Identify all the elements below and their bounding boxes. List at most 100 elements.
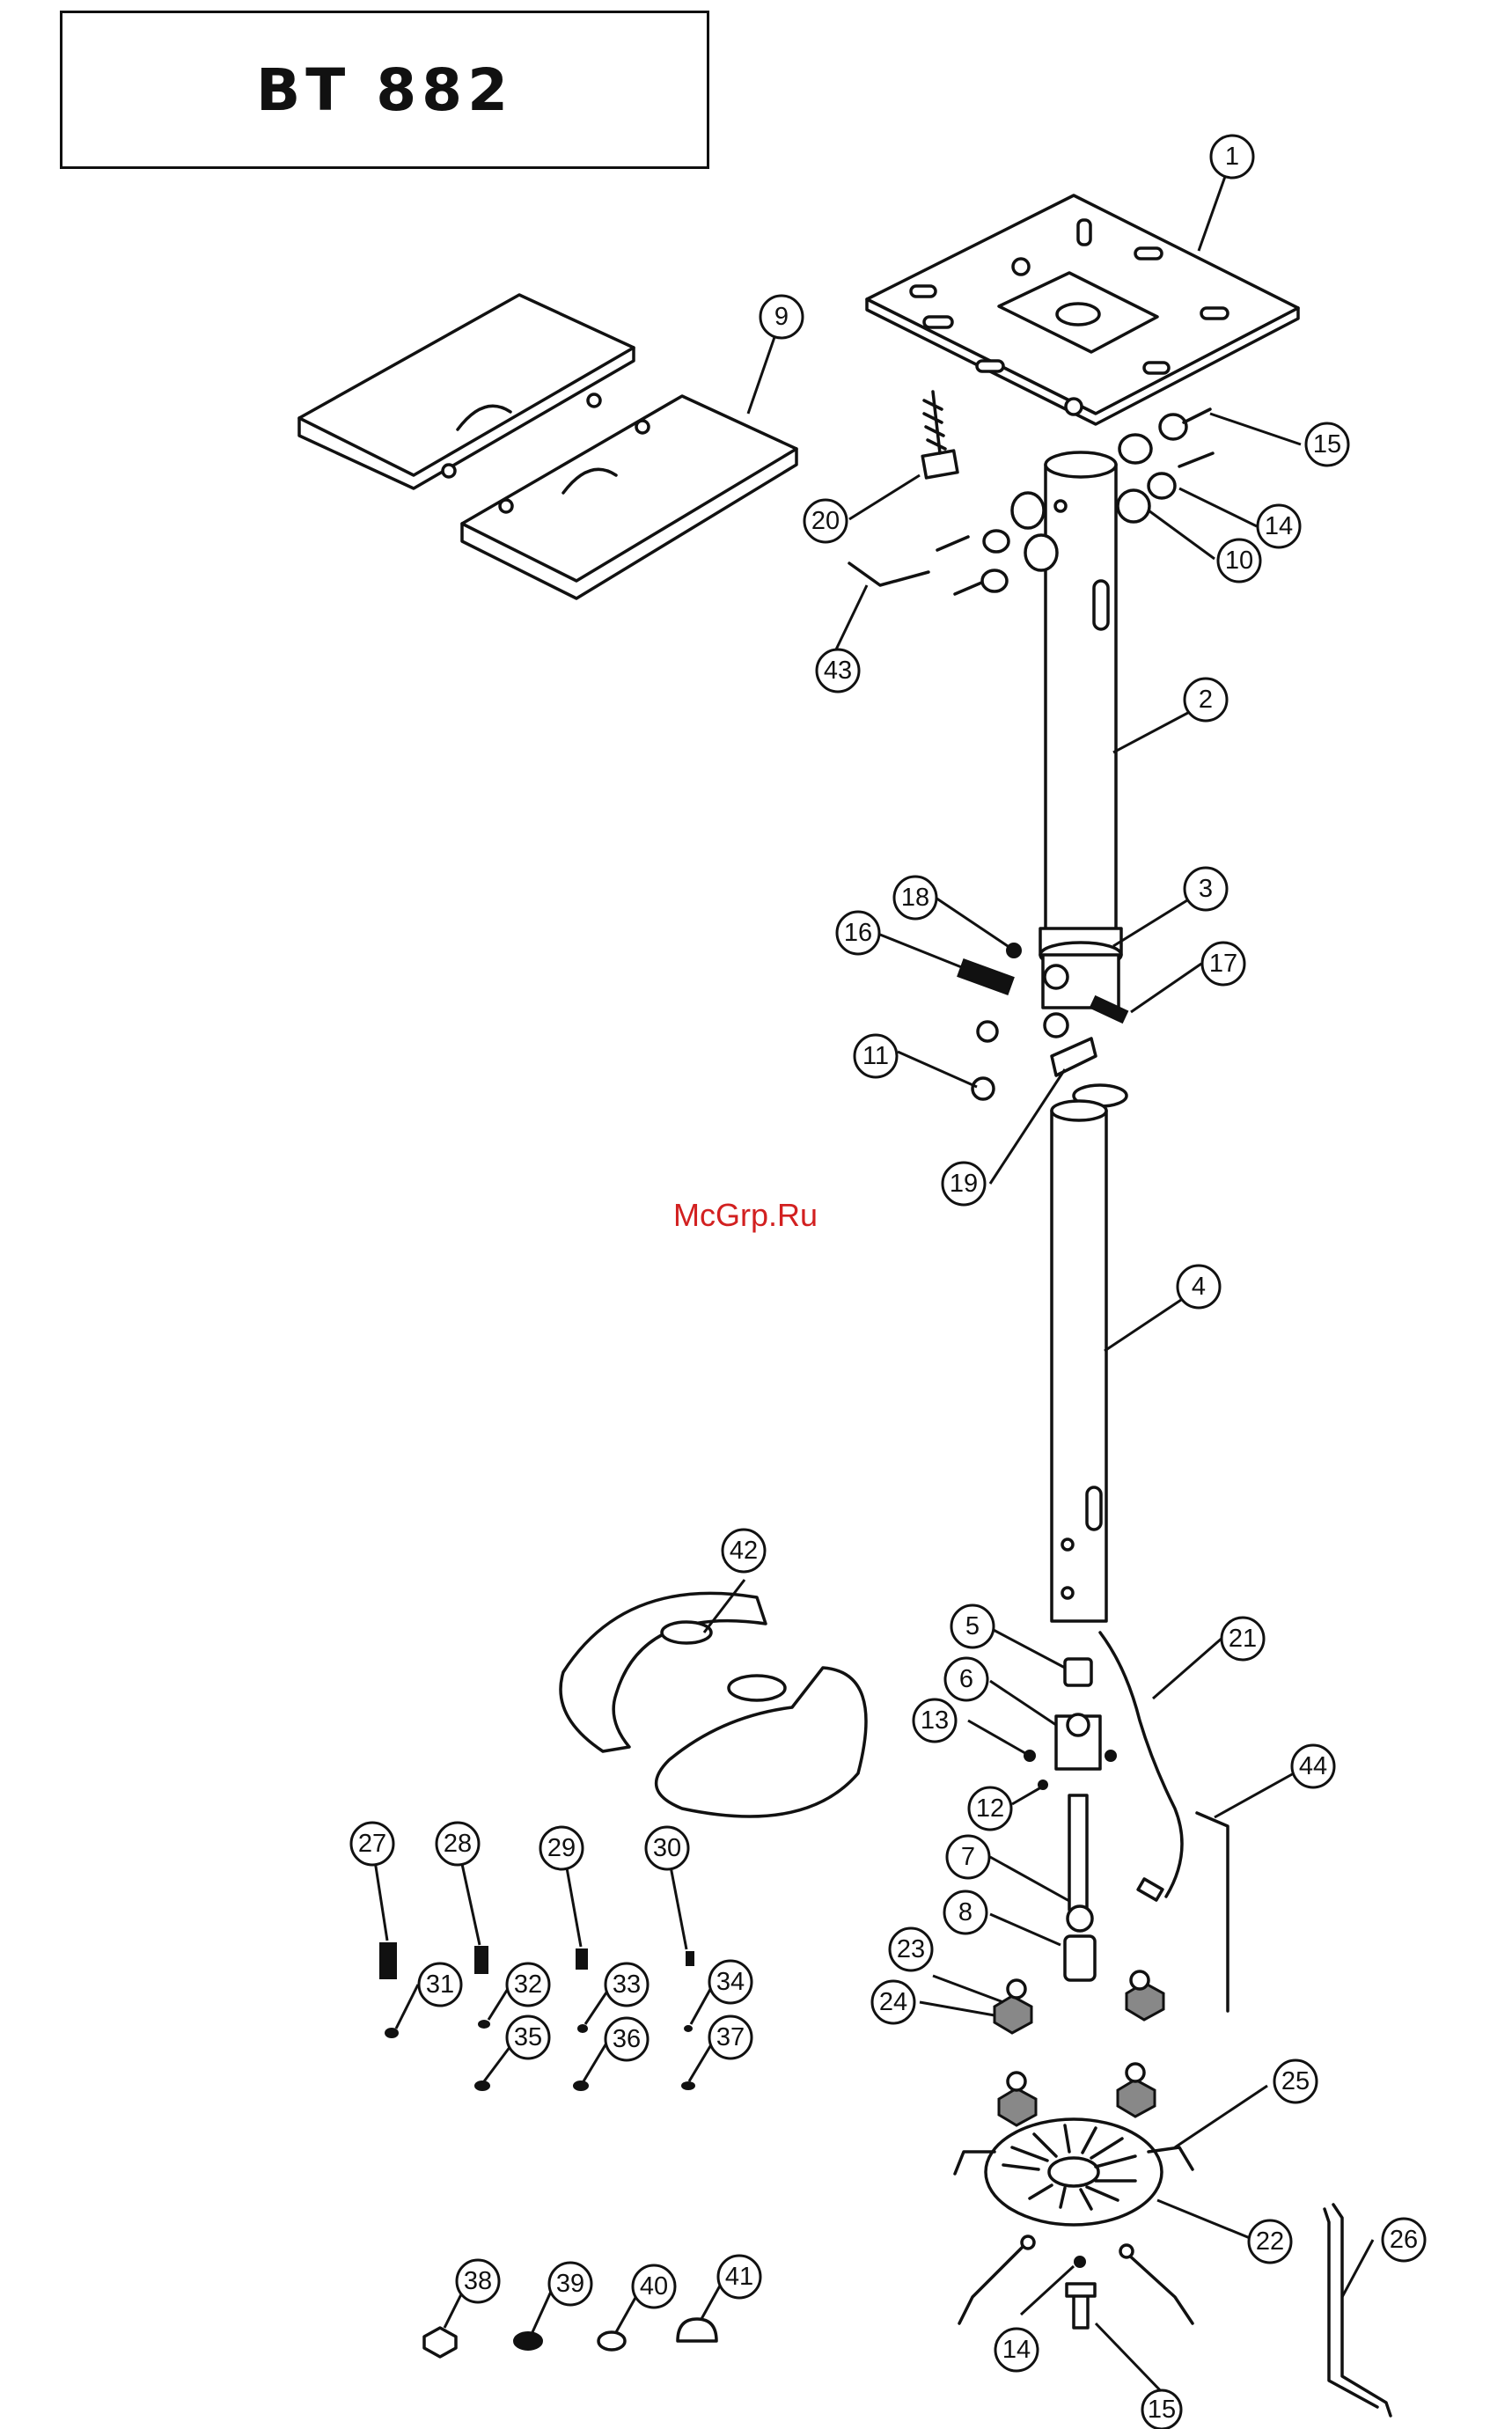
callout-15: 15	[1306, 423, 1348, 466]
svg-text:14: 14	[1265, 512, 1293, 540]
svg-text:9: 9	[774, 303, 789, 331]
svg-text:32: 32	[514, 1970, 542, 1999]
svg-text:22: 22	[1256, 2227, 1284, 2256]
svg-text:15: 15	[1313, 430, 1341, 459]
svg-text:33: 33	[613, 1970, 641, 1999]
svg-text:35: 35	[514, 2023, 542, 2051]
callout-6: 6	[945, 1658, 987, 1700]
callout-11: 11	[855, 1035, 897, 1077]
projector-plate	[955, 2119, 1193, 2328]
callout-21: 21	[1222, 1618, 1264, 1660]
callout-14: 14	[1258, 505, 1300, 547]
svg-text:21: 21	[1229, 1625, 1257, 1653]
callout-14-lower: 14	[995, 2329, 1038, 2371]
svg-text:39: 39	[556, 2270, 584, 2298]
svg-text:24: 24	[879, 1988, 907, 2016]
callout-33: 33	[606, 1963, 648, 2006]
svg-text:15: 15	[1148, 2396, 1176, 2424]
svg-text:12: 12	[976, 1794, 1004, 1823]
svg-text:20: 20	[811, 507, 840, 535]
svg-text:31: 31	[426, 1970, 454, 1999]
ceiling-plate	[867, 195, 1298, 424]
svg-text:42: 42	[730, 1537, 758, 1565]
cover-plates	[299, 295, 796, 598]
svg-text:8: 8	[958, 1898, 973, 1926]
svg-text:4: 4	[1192, 1273, 1206, 1301]
svg-text:25: 25	[1281, 2067, 1310, 2095]
callout-27: 27	[351, 1823, 393, 1865]
svg-text:23: 23	[897, 1935, 925, 1963]
callout-40: 40	[633, 2265, 675, 2308]
svg-text:6: 6	[959, 1665, 973, 1693]
svg-text:30: 30	[653, 1834, 681, 1862]
svg-text:10: 10	[1225, 547, 1253, 575]
callout-36: 36	[606, 2018, 648, 2060]
callout-43: 43	[817, 649, 859, 692]
svg-text:2: 2	[1199, 686, 1213, 714]
callout-26: 26	[1383, 2219, 1425, 2261]
tube-covers	[561, 1593, 866, 1816]
callout-28: 28	[437, 1823, 479, 1865]
callout-25: 25	[1274, 2060, 1317, 2102]
callout-22: 22	[1249, 2220, 1291, 2263]
bracket	[1325, 2205, 1391, 2416]
callout-12: 12	[969, 1787, 1011, 1830]
svg-text:29: 29	[547, 1834, 576, 1862]
swivel-joint	[1024, 1659, 1116, 1980]
callout-34: 34	[709, 1961, 752, 2003]
top-hardware	[849, 392, 1213, 594]
callout-8: 8	[944, 1891, 987, 1934]
svg-text:44: 44	[1299, 1752, 1327, 1780]
svg-text:19: 19	[950, 1170, 978, 1198]
callout-29: 29	[540, 1827, 583, 1869]
callout-39: 39	[549, 2263, 591, 2305]
svg-text:38: 38	[464, 2267, 492, 2295]
svg-text:13: 13	[921, 1706, 949, 1735]
svg-text:5: 5	[965, 1612, 980, 1640]
nut-set	[424, 2319, 716, 2357]
callout-7: 7	[947, 1836, 989, 1878]
svg-text:14: 14	[1002, 2336, 1031, 2364]
svg-text:16: 16	[844, 919, 872, 947]
svg-text:3: 3	[1199, 875, 1213, 903]
svg-text:18: 18	[901, 884, 929, 912]
callout-30: 30	[646, 1827, 688, 1869]
svg-text:36: 36	[613, 2025, 641, 2053]
callout-44: 44	[1292, 1745, 1334, 1787]
svg-text:11: 11	[862, 1042, 889, 1070]
upper-tube	[1046, 452, 1116, 931]
svg-text:41: 41	[725, 2263, 753, 2291]
callout-24: 24	[872, 1981, 914, 2023]
callout-10: 10	[1218, 539, 1260, 582]
callout-17: 17	[1202, 943, 1244, 985]
lower-tube	[1052, 1101, 1106, 1621]
svg-text:1: 1	[1225, 143, 1239, 171]
callout-15-lower: 15	[1142, 2390, 1181, 2429]
tube-clamp	[958, 928, 1127, 1106]
callout-9: 9	[760, 296, 803, 338]
callout-20: 20	[804, 500, 847, 542]
callout-23: 23	[890, 1928, 932, 1970]
callout-41: 41	[718, 2256, 760, 2298]
svg-text:37: 37	[716, 2023, 745, 2051]
callout-1: 1	[1211, 136, 1253, 178]
callout-13: 13	[914, 1699, 956, 1742]
svg-text:27: 27	[358, 1830, 386, 1858]
callout-42: 42	[723, 1530, 765, 1572]
callout-37: 37	[709, 2016, 752, 2058]
callout-18: 18	[894, 877, 936, 919]
callout-32: 32	[507, 1963, 549, 2006]
callout-19: 19	[943, 1163, 985, 1205]
svg-text:26: 26	[1390, 2226, 1418, 2254]
callout-38: 38	[457, 2260, 499, 2302]
callout-35: 35	[507, 2016, 549, 2058]
locking-nuts	[995, 1971, 1163, 2125]
callout-3: 3	[1185, 868, 1227, 910]
svg-text:34: 34	[716, 1968, 745, 1996]
svg-text:43: 43	[824, 657, 852, 685]
svg-text:17: 17	[1209, 950, 1237, 978]
svg-text:28: 28	[444, 1830, 472, 1858]
svg-text:7: 7	[961, 1843, 975, 1871]
callout-4: 4	[1178, 1266, 1220, 1308]
